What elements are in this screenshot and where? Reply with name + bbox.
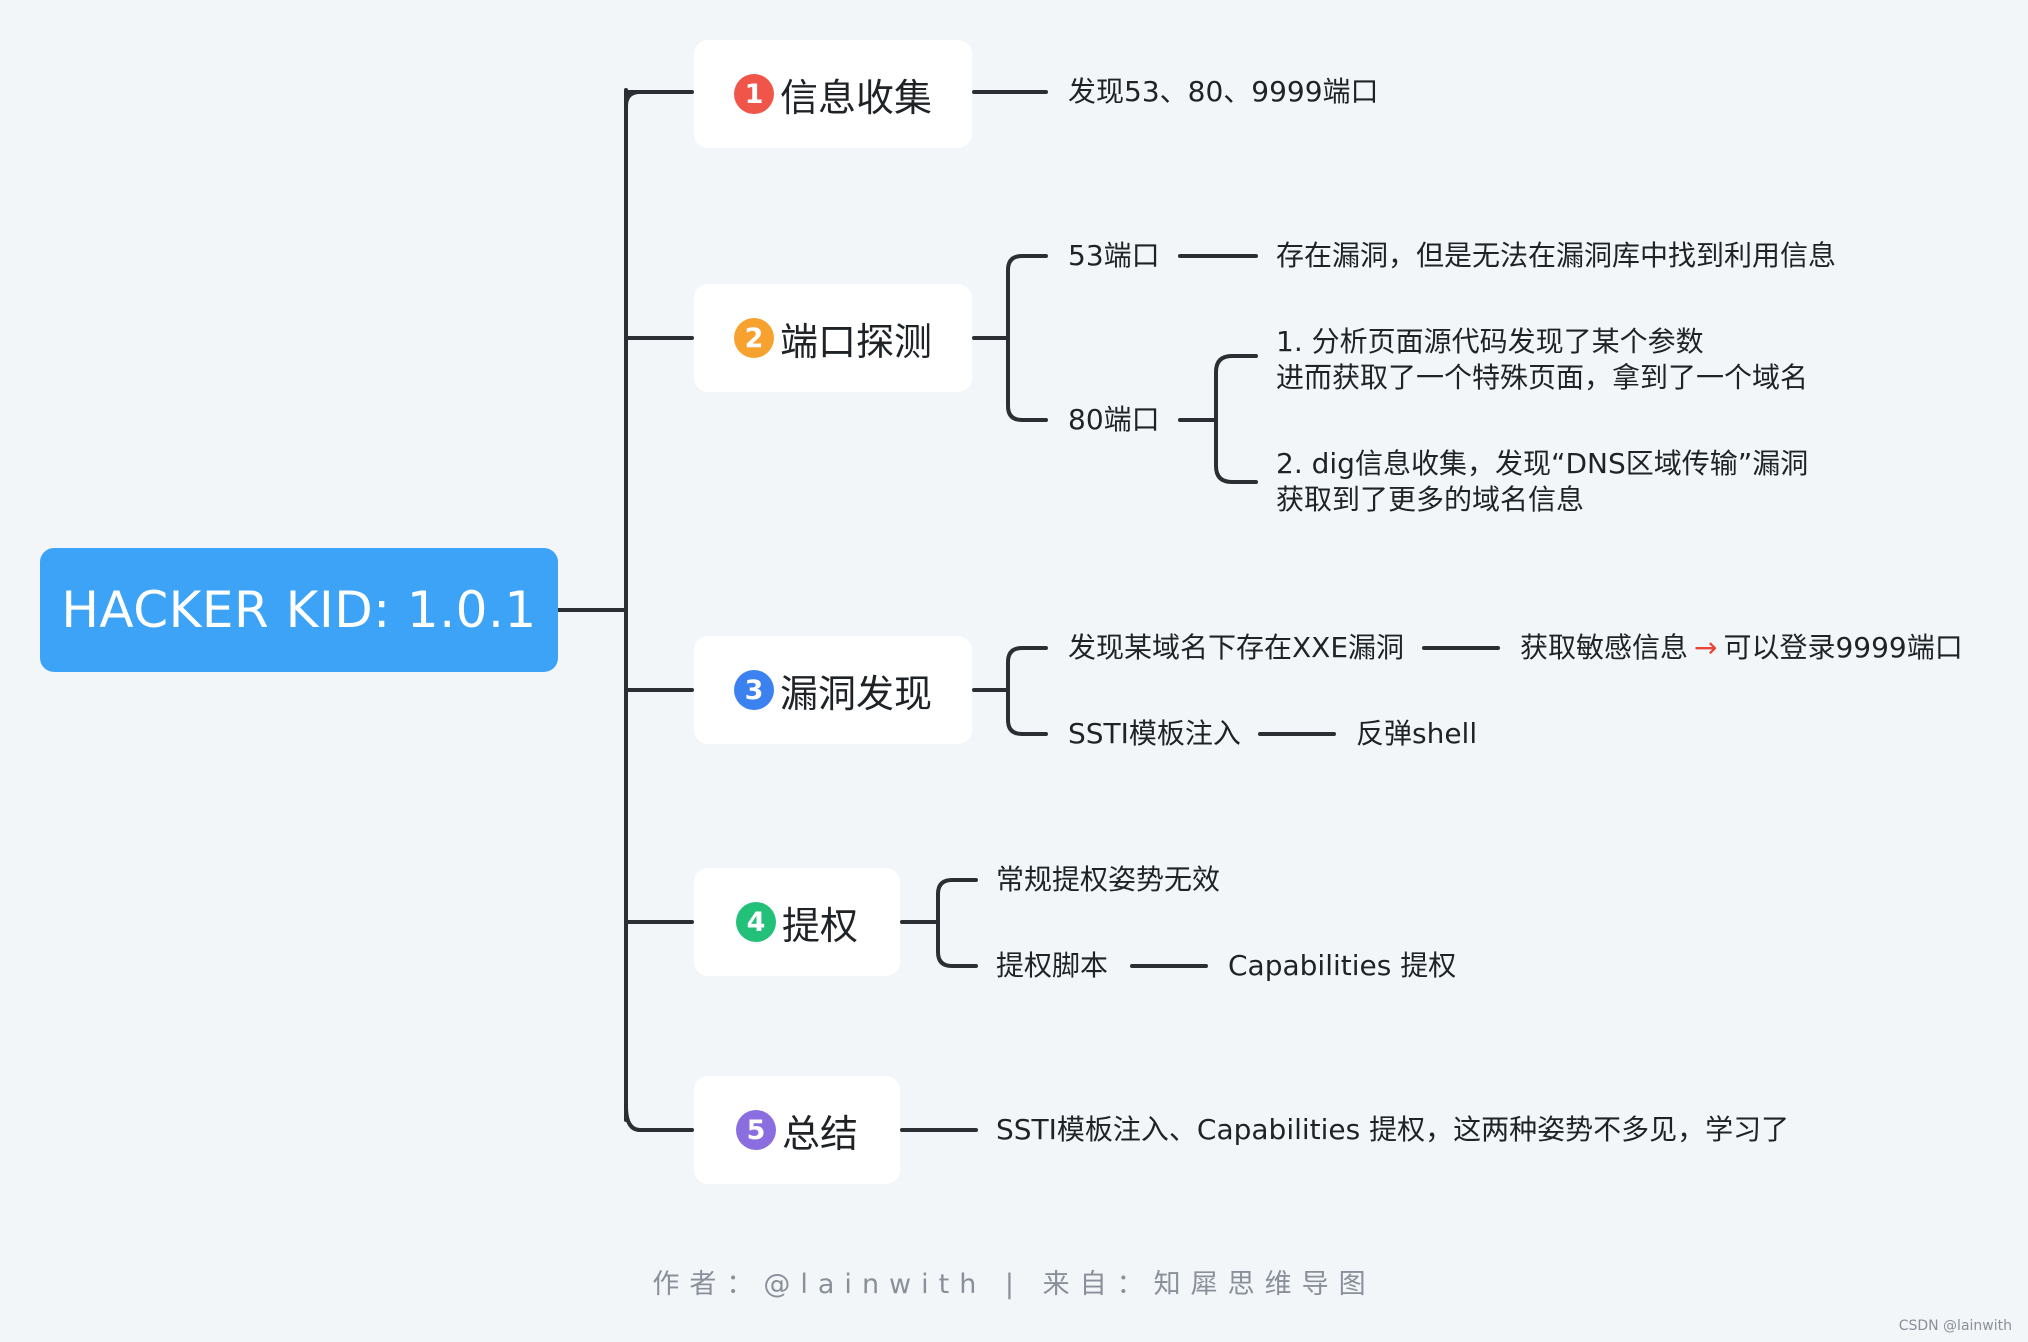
leaf-port53[interactable]: 53端口: [1068, 239, 1160, 272]
connector-topic-1: [624, 90, 694, 108]
number-badge-1: 1: [733, 74, 774, 114]
topic-label: 信息收集: [779, 75, 932, 120]
leaf-port80-detail-1[interactable]: 1. 分析页面源代码发现了某个参数 进而获取了一个特殊页面，拿到了一个域名: [1276, 324, 1808, 396]
leaf-summary[interactable]: SSTI模板注入、Capabilities 提权，这两种姿势不多见，学习了: [996, 1113, 1790, 1146]
connector-priv-branches: [936, 878, 978, 968]
root-node[interactable]: HACKER KID: 1.0.1: [40, 548, 558, 672]
topic-privilege-escalation[interactable]: 4 提权: [694, 868, 900, 976]
leaf-priv-script[interactable]: 提权脚本: [996, 949, 1109, 982]
watermark-credit: CSDN @lainwith: [1898, 1318, 2012, 1334]
topic-vulnerability-discovery[interactable]: 3 漏洞发现: [694, 636, 972, 744]
topic-summary[interactable]: 5 总结: [694, 1076, 900, 1184]
number-badge-2: 2: [733, 318, 774, 358]
author-footer: 作者：@lainwith | 来自：知犀思维导图: [652, 1269, 1376, 1300]
detail-line: 获取到了更多的域名信息: [1276, 483, 1585, 516]
connector-topic-5: [624, 1104, 694, 1132]
topic-label: 端口探测: [779, 319, 932, 364]
leaf-priv-normal[interactable]: 常规提权姿势无效: [996, 863, 1221, 896]
detail-line: 1. 分析页面源代码发现了某个参数: [1276, 325, 1704, 358]
detail-line: 2. dig信息收集，发现“DNS区域传输”漏洞: [1276, 447, 1809, 480]
red-arrow-icon: →: [1694, 631, 1718, 664]
connector-port80-branches: [1214, 354, 1258, 484]
detail-line: 进而获取了一个特殊页面，拿到了一个域名: [1276, 361, 1809, 394]
topic-label: 提权: [781, 903, 858, 948]
leaf-ssti[interactable]: SSTI模板注入: [1068, 717, 1241, 750]
leaf-ssti-result[interactable]: 反弹shell: [1356, 717, 1478, 750]
topic-port-probe[interactable]: 2 端口探测: [694, 284, 972, 392]
topic-info-gathering[interactable]: 1 信息收集: [694, 40, 972, 148]
number-badge-3: 3: [733, 670, 774, 710]
topic-label: 漏洞发现: [779, 671, 932, 716]
connector-port53: [1006, 254, 1048, 422]
xxe-result-b: 可以登录9999端口: [1723, 631, 1963, 664]
root-title: HACKER KID: 1.0.1: [61, 581, 537, 639]
topic-label: 总结: [781, 1111, 858, 1156]
xxe-result-a: 获取敏感信息: [1520, 631, 1689, 664]
leaf-port80[interactable]: 80端口: [1068, 403, 1160, 436]
leaf-info-ports[interactable]: 发现53、80、9999端口: [1068, 75, 1379, 108]
connector-vuln-branches: [1006, 646, 1048, 736]
leaf-xxe[interactable]: 发现某域名下存在XXE漏洞: [1068, 631, 1405, 664]
number-badge-4: 4: [735, 902, 776, 942]
number-badge-5: 5: [735, 1110, 776, 1150]
leaf-port53-detail[interactable]: 存在漏洞，但是无法在漏洞库中找到利用信息: [1276, 239, 1837, 272]
leaf-priv-capabilities[interactable]: Capabilities 提权: [1228, 949, 1457, 982]
leaf-port80-detail-2[interactable]: 2. dig信息收集，发现“DNS区域传输”漏洞 获取到了更多的域名信息: [1276, 446, 1808, 518]
leaf-xxe-result[interactable]: 获取敏感信息→可以登录9999端口: [1520, 630, 1963, 666]
